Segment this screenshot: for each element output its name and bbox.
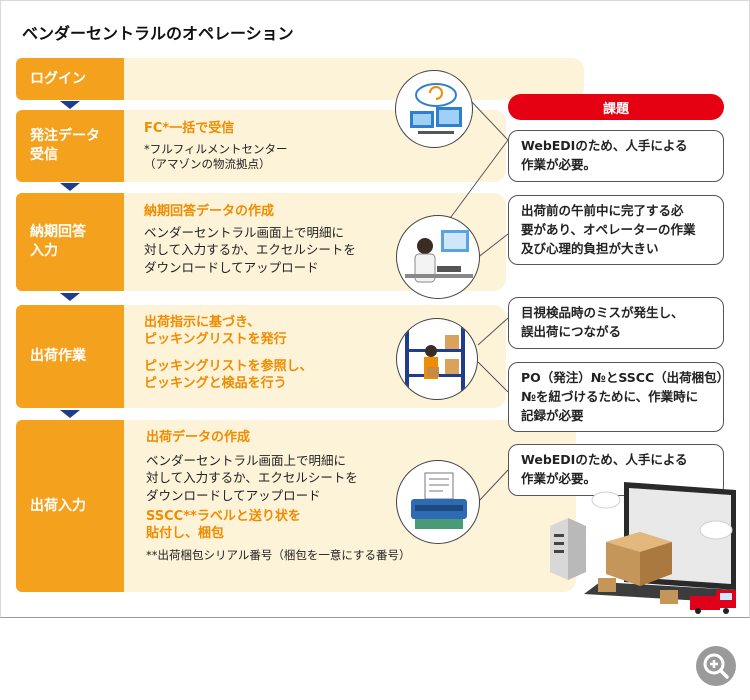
cloud-sync-icon: [395, 70, 473, 148]
receive-note-2: （アマゾンの物流拠点）: [144, 157, 271, 172]
issue-1-line-1: WebEDIのため、人手による: [521, 138, 688, 153]
zoom-in-icon: [703, 653, 729, 679]
step-delivery-answer-label-1: 納期回答: [30, 224, 86, 241]
zoom-in-button[interactable]: [696, 646, 736, 686]
step-delivery-answer: 納期回答 入力: [16, 193, 124, 291]
issue-2-line-1: 出荷前の午前中に完了する必: [521, 203, 684, 218]
step-login-label: ログイン: [30, 70, 86, 87]
step-shipping-work: 出荷作業: [16, 305, 124, 408]
shipping-work-heading-2b: ピッキングと検品を行う: [144, 375, 287, 391]
issue-1-line-2: 作業が必要。: [521, 156, 597, 172]
logistics-laptop-illustration: [550, 482, 736, 614]
step-shipping-input-label: 出荷入力: [30, 497, 86, 514]
issue-card-1: WebEDIのため、人手による 作業が必要。: [508, 130, 724, 182]
issues-header: 課題: [508, 94, 724, 120]
delivery-content: 納期回答データの作成 ベンダーセントラル画面上で明細に 対して入力するか、エクセ…: [144, 204, 356, 276]
step-shipping-input: 出荷入力: [16, 420, 124, 592]
issue-3-line-1: 目視検品時のミスが発生し、: [521, 305, 684, 320]
issue-card-2: 出荷前の午前中に完了する必 要があり、オペレーターの作業 及び心理的負担が大きい: [508, 195, 724, 266]
warehouse-picking-icon: [396, 318, 478, 400]
shipping-work-heading-1a: 出荷指示に基づき、: [144, 315, 261, 330]
shipping-input-note: **出荷梱包シリアル番号（梱包を一意にする番号）: [146, 548, 411, 563]
shipping-input-heading-2b: 貼付し、梱包: [146, 526, 225, 542]
issue-2-line-3: 及び心理的負担が大きい: [521, 240, 659, 256]
delivery-line-2: 対して入力するか、エクセルシートを: [144, 242, 356, 258]
operator-pc-icon: [396, 215, 480, 299]
issue-5-line-2: 作業が必要。: [521, 470, 597, 486]
shipping-work-heading-2a: ピッキングリストを参照し、: [144, 358, 313, 374]
issue-2-line-2: 要があり、オペレーターの作業: [521, 221, 696, 237]
delivery-line-3: ダウンロードしてアップロード: [144, 259, 319, 275]
issue-4-line-1: PO（発注）№とSSCC（出荷梱包）: [521, 370, 730, 385]
shipping-work-heading-1b: ピッキングリストを発行: [144, 331, 287, 347]
issue-5-line-1: WebEDIのため、人手による: [521, 452, 688, 467]
flow-arrow: [60, 183, 80, 191]
page-title: ベンダーセントラルのオペレーション: [22, 24, 294, 43]
shipping-input-content: 出荷データの作成 ベンダーセントラル画面上で明細に 対して入力するか、エクセルシ…: [146, 430, 411, 564]
issue-3-line-2: 誤出荷につながる: [521, 323, 622, 339]
flow-arrow: [60, 101, 80, 109]
label-printer-icon: [396, 460, 480, 544]
delivery-heading: 納期回答データの作成: [144, 204, 275, 219]
step-delivery-answer-label-2: 入力: [30, 243, 58, 259]
shipping-input-heading: 出荷データの作成: [146, 430, 251, 445]
receive-content: FC*一括で受信 *フルフィルメントセンター （アマゾンの物流拠点）: [144, 121, 288, 173]
shipping-input-line-2: 対して入力するか、エクセルシートを: [146, 470, 358, 486]
issues-header-label: 課題: [602, 101, 629, 117]
receive-note-1: *フルフィルメントセンター: [144, 141, 288, 156]
receive-heading: FC*一括で受信: [144, 121, 235, 136]
step-order-receive-label-2: 受信: [30, 147, 58, 163]
issue-card-3: 目視検品時のミスが発生し、 誤出荷につながる: [508, 297, 724, 349]
issue-4-line-3: 記録が必要: [521, 407, 584, 423]
issue-card-5: WebEDIのため、人手による 作業が必要。: [508, 444, 724, 496]
flow-arrow: [60, 293, 80, 301]
step-shipping-work-label: 出荷作業: [30, 348, 86, 365]
shipping-input-line-3: ダウンロードしてアップロード: [146, 487, 321, 503]
step-login: ログイン: [16, 58, 124, 100]
issue-4-line-2: №を紐づけるために、作業時に: [521, 388, 699, 404]
flow-arrow: [60, 410, 80, 418]
shipping-work-content: 出荷指示に基づき、 ピッキングリストを発行 ピッキングリストを参照し、 ピッキン…: [144, 315, 313, 393]
step-order-receive-label-1: 発注データ: [30, 128, 100, 145]
step-order-receive: 発注データ 受信: [16, 110, 124, 182]
delivery-line-1: ベンダーセントラル画面上で明細に: [144, 224, 345, 240]
shipping-input-line-1: ベンダーセントラル画面上で明細に: [146, 452, 347, 468]
issue-card-4: PO（発注）№とSSCC（出荷梱包） №を紐づけるために、作業時に 記録が必要: [508, 362, 730, 433]
shipping-input-heading-2a: SSCC**ラベルと送り状を: [146, 509, 301, 525]
